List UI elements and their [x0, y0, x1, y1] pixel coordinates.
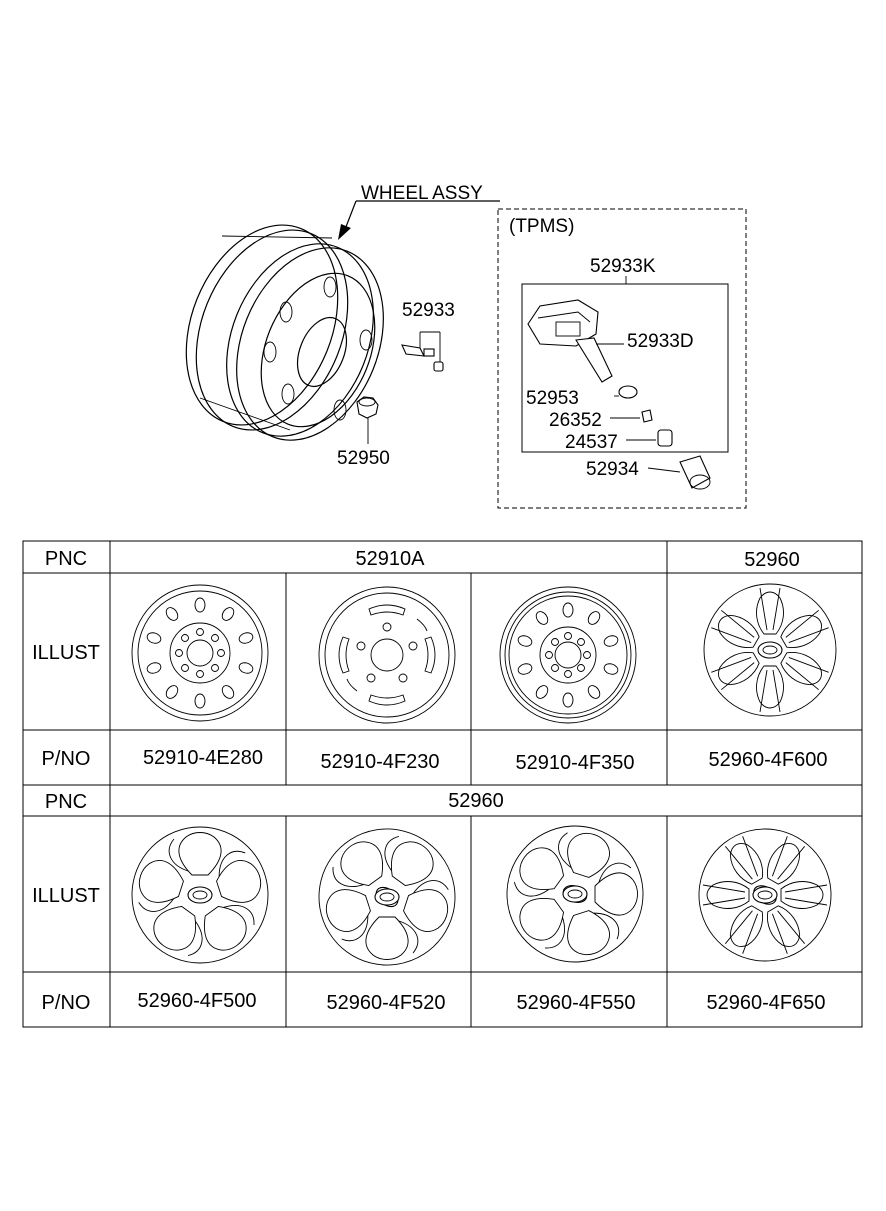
pnc-cell: 52910A — [356, 548, 426, 570]
wheel-illustration — [131, 584, 269, 722]
row-label-illust: ILLUST — [32, 642, 100, 664]
wheel-cover-illustration — [704, 584, 836, 716]
part-number-cell: 52960-4F650 — [707, 992, 826, 1014]
wheel-cover-illustration — [675, 805, 855, 985]
pnc-cell: 52960 — [448, 790, 504, 812]
pnc-cell: 52960 — [744, 549, 800, 571]
part-label-52953: 52953 — [526, 388, 579, 409]
wheel-assembly-drawing — [185, 200, 500, 444]
wheel-assy-title: WHEEL ASSY — [361, 183, 483, 204]
part-number-cell: 52960-4F550 — [517, 992, 636, 1014]
tpms-group-box — [497, 208, 747, 509]
part-label-24537: 24537 — [565, 432, 618, 453]
part-number-cell: 52910-4F230 — [321, 751, 440, 773]
part-label-26352: 26352 — [549, 410, 602, 431]
part-label-52934: 52934 — [586, 459, 639, 480]
part-label-52950: 52950 — [337, 448, 390, 469]
wheel-cover-illustration — [131, 827, 268, 964]
part-number-cell: 52910-4F350 — [516, 752, 635, 774]
part-label-52933: 52933 — [402, 300, 455, 321]
part-number-cell: 52960-4F520 — [327, 992, 446, 1014]
row-label-pno: P/NO — [42, 992, 91, 1014]
wheel-cover-illustration — [488, 808, 660, 980]
row-label-pno: P/NO — [42, 748, 91, 770]
row-label-pnc: PNC — [45, 548, 87, 570]
wheel-cover-illustration — [291, 801, 482, 992]
part-number-cell: 52960-4F500 — [138, 990, 257, 1012]
part-number-cell: 52910-4E280 — [143, 747, 263, 769]
wheel-illustration — [318, 586, 456, 724]
tpms-title: (TPMS) — [509, 216, 574, 237]
tpms-sensor-box — [521, 283, 729, 453]
part-label-52933k: 52933K — [590, 256, 656, 277]
parts-table — [22, 540, 863, 1028]
tpms-parts-drawing — [527, 299, 711, 490]
row-label-illust: ILLUST — [32, 885, 100, 907]
part-number-cell: 52960-4F600 — [709, 749, 828, 771]
wheel-illustration — [499, 586, 637, 724]
part-label-52933d: 52933D — [627, 331, 694, 352]
row-label-pnc: PNC — [45, 791, 87, 813]
